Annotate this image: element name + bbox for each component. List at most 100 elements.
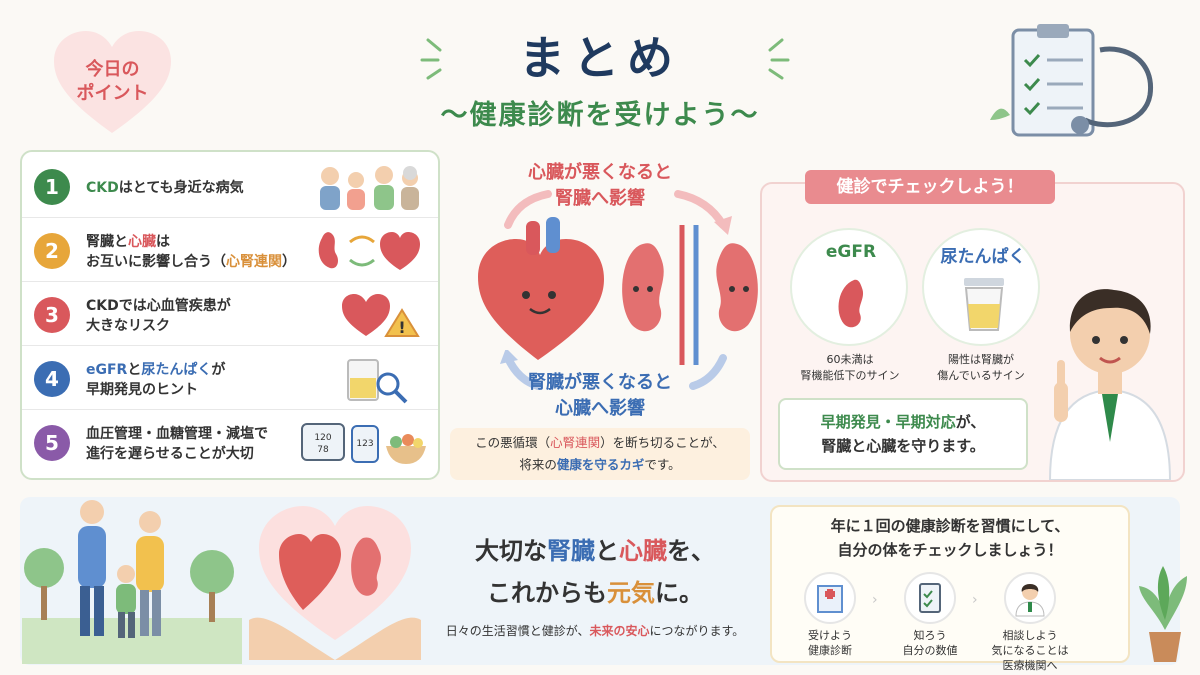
point-number: 4 bbox=[34, 361, 70, 397]
sub-keyword: 未来の安心 bbox=[589, 624, 650, 638]
point-text: 進行を遅らせることが大切 bbox=[86, 446, 254, 462]
urine-cup-magnifier-icon bbox=[347, 359, 408, 404]
arrow-right-icon: › bbox=[972, 592, 978, 608]
point-text: と bbox=[127, 362, 142, 378]
egfr-card: eGFR bbox=[790, 228, 908, 346]
point-text: が bbox=[211, 362, 226, 378]
habit-title: 年に１回の健康診断を習慣にして、 自分の体をチェックしましょう！ bbox=[770, 514, 1130, 562]
bottom-submessage: 日々の生活習慣と健診が、未来の安心につながります。 bbox=[410, 622, 780, 639]
arrow-right-icon: › bbox=[872, 592, 878, 608]
point-keyword: CKD bbox=[86, 180, 119, 196]
step-caption: 健康診断 bbox=[808, 644, 852, 657]
page-subtitle: 〜健康診断を受けよう〜 bbox=[440, 100, 760, 131]
note-text: です。 bbox=[644, 457, 681, 472]
bp-reading: 78 bbox=[317, 445, 329, 455]
clipboard-stethoscope-icon bbox=[990, 24, 1153, 137]
note-text: この悪循環（ bbox=[475, 435, 551, 450]
habit-title-line: 年に１回の健康診断を習慣にして、 bbox=[830, 517, 1070, 535]
message-text: に。 bbox=[655, 579, 703, 607]
doctor-icon bbox=[1004, 572, 1056, 624]
family-walking-illustration bbox=[22, 500, 242, 664]
sparkle-icon bbox=[420, 38, 442, 80]
point-text: 早期発見のヒント bbox=[86, 382, 198, 398]
point-text: 血圧管理・血糖管理・減塩で bbox=[86, 426, 268, 442]
family-icon bbox=[320, 166, 419, 210]
cycle-arrows-bottom bbox=[500, 350, 727, 390]
urine-protein-label: 尿たんぱく bbox=[940, 247, 1026, 267]
protect-keyword: 早期発見・早期対応 bbox=[820, 413, 956, 431]
egfr-label: eGFR bbox=[825, 242, 877, 262]
message-keyword: 元気 bbox=[607, 579, 655, 607]
sub-text: 日々の生活習慣と健診が、 bbox=[445, 624, 590, 638]
point-text: CKDでは心血管疾患が bbox=[86, 298, 231, 314]
point-text: ） bbox=[282, 254, 296, 270]
point-item-4: 4 eGFRと尿たんぱくが 早期発見のヒント bbox=[22, 348, 438, 410]
cycle-note: この悪循環（心腎連関）を断ち切ることが、 将来の健康を守るカギです。 bbox=[450, 428, 750, 480]
step-checkup: 受けよう健康診断 bbox=[780, 572, 880, 658]
urine-protein-caption: 陽性は腎臓が 傷んでいるサイン bbox=[906, 352, 1056, 384]
point-item-1: 1 CKDはとても身近な病気 bbox=[22, 156, 438, 218]
message-text: 大切な bbox=[475, 537, 547, 565]
note-keyword: 健康を守るカギ bbox=[556, 457, 645, 472]
habit-title-line: 自分の体をチェックしましょう！ bbox=[837, 541, 1063, 559]
potted-plant-icon bbox=[1139, 566, 1187, 662]
note-text: ）を断ち切ることが、 bbox=[600, 435, 725, 450]
point-text: 大きなリスク bbox=[86, 318, 170, 334]
note-keyword: 心腎連関 bbox=[550, 435, 601, 450]
step-caption: 医療機関へ bbox=[1002, 659, 1058, 672]
cycle-text: 心臓が悪くなると bbox=[528, 162, 672, 183]
point-text: 腎臓と bbox=[86, 234, 128, 250]
badge-line-2: ポイント bbox=[76, 83, 149, 104]
point-keyword: 心腎連関 bbox=[226, 254, 282, 270]
cycle-text: 腎臓が悪くなると bbox=[528, 372, 672, 393]
point-keyword: 心臓 bbox=[128, 234, 156, 250]
urine-cup-icon bbox=[964, 278, 1004, 331]
glucose-reading: 123 bbox=[356, 439, 373, 449]
caption-text: 陽性は腎臓が bbox=[948, 353, 1014, 366]
point-number: 5 bbox=[34, 425, 70, 461]
egfr-caption: 60未満は 腎機能低下のサイン bbox=[775, 352, 925, 384]
kidney-heart-cycle-icon bbox=[318, 232, 420, 270]
caption-text: 傷んでいるサイン bbox=[937, 369, 1025, 382]
sparkle-icon bbox=[768, 38, 790, 80]
step-know-numbers: 知ろう自分の数値 bbox=[880, 572, 980, 658]
step-caption: 自分の数値 bbox=[902, 644, 958, 657]
note-text: 将来の bbox=[519, 457, 557, 472]
step-caption: 相談しよう bbox=[1002, 629, 1058, 642]
page-title: まとめ bbox=[519, 31, 681, 85]
bottom-message: 大切な腎臓と心臓を、 これからも元気に。 bbox=[430, 530, 760, 614]
kidney-icon bbox=[838, 279, 864, 328]
point-number: 2 bbox=[34, 233, 70, 269]
cycle-text: 心臓へ影響 bbox=[555, 398, 645, 419]
point-text: お互いに影響し合う（ bbox=[86, 254, 226, 270]
cycle-arrows-top bbox=[504, 190, 732, 235]
urine-protein-card: 尿たんぱく bbox=[922, 228, 1040, 346]
point-item-2: 2 腎臓と心臓は お互いに影響し合う（心腎連関） bbox=[22, 220, 438, 282]
point-text: はとても身近な病気 bbox=[118, 180, 244, 196]
caption-text: 60未満は bbox=[826, 353, 874, 366]
doctor-illustration bbox=[1048, 289, 1172, 480]
hospital-icon bbox=[804, 572, 856, 624]
message-text: と bbox=[595, 537, 619, 565]
step-caption: 気になることは bbox=[991, 644, 1069, 657]
message-text: を、 bbox=[667, 537, 715, 565]
step-caption: 受けよう bbox=[808, 629, 852, 642]
points-panel: 1 CKDはとても身近な病気 2 腎臓と心臓は お互いに影響し合う（心腎連関） … bbox=[20, 150, 440, 480]
cycle-top-label: 心臓が悪くなると 腎臓へ影響 bbox=[450, 160, 750, 212]
hands-heart-organs-illustration bbox=[249, 506, 421, 660]
point-item-5: 5 血圧管理・血糖管理・減塩で 進行を遅らせることが大切 120 78 123 bbox=[22, 412, 438, 474]
protect-text: 腎臓と心臓を守ります。 bbox=[821, 437, 985, 455]
message-keyword: 腎臓 bbox=[547, 537, 595, 565]
cycle-bottom-label: 腎臓が悪くなると 心臓へ影響 bbox=[450, 370, 750, 422]
bp-monitor-glucometer-food-icon: 120 78 123 bbox=[301, 423, 426, 464]
bp-reading: 120 bbox=[314, 433, 331, 443]
checklist-icon bbox=[904, 572, 956, 624]
point-number: 1 bbox=[34, 169, 70, 205]
badge-line-1: 今日の bbox=[85, 59, 140, 80]
heart-warning-icon: ! bbox=[342, 294, 420, 337]
point-number: 3 bbox=[34, 297, 70, 333]
message-keyword: 心臓 bbox=[619, 537, 667, 565]
message-text: これからも bbox=[487, 579, 607, 607]
heart-icon bbox=[54, 31, 171, 133]
cycle-text: 腎臓へ影響 bbox=[555, 188, 645, 209]
